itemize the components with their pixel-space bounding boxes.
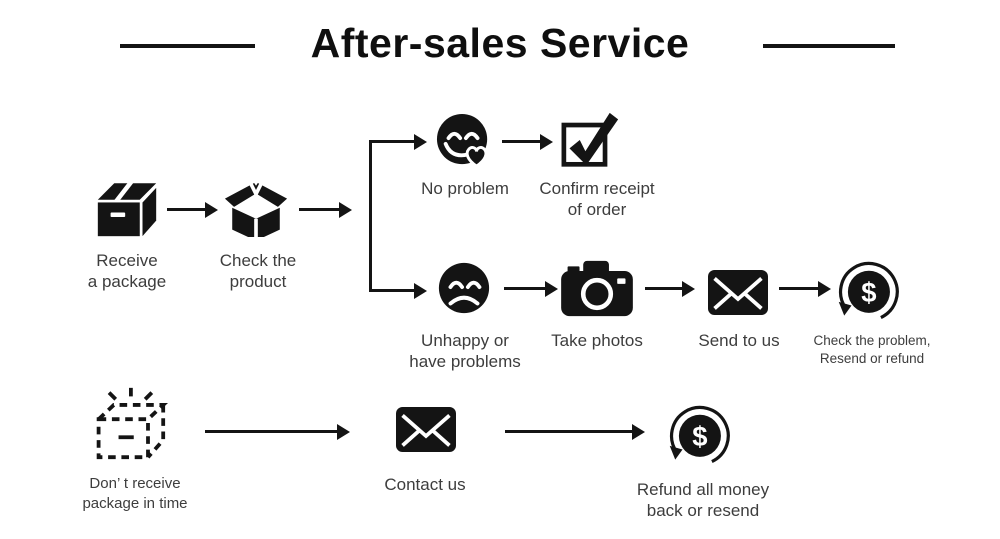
smiling-face-heart-icon <box>436 113 488 168</box>
arrow-unhappy-to-photos <box>504 280 558 297</box>
resolution-label: Check the problem, Resend or refund <box>813 333 931 366</box>
no-problem-label: No problem <box>421 179 509 198</box>
not-received-label: Don’ t receive package in time <box>82 475 188 512</box>
arrow-branch-top <box>369 133 427 150</box>
refund-label: Refund all money back or resend <box>636 480 770 520</box>
open-box-icon <box>224 178 288 237</box>
money-refresh-icon: $ <box>838 261 899 319</box>
envelope-icon <box>396 407 456 452</box>
svg-text:$: $ <box>692 421 707 452</box>
camera-icon <box>561 260 633 317</box>
title-rule-left <box>120 44 255 48</box>
take-photos-label: Take photos <box>551 331 643 350</box>
title-rule-right <box>763 44 895 48</box>
arrow-photos-to-send <box>645 280 695 297</box>
send-to-us-label: Send to us <box>698 331 780 350</box>
contact-us-label: Contact us <box>384 475 466 494</box>
unhappy-label: Unhappy or have problems <box>409 331 521 371</box>
arrow-noproblem-to-confirm <box>502 133 553 150</box>
package-box-icon <box>97 180 157 237</box>
confirm-receipt-label: Confirm receipt of order <box>539 179 655 219</box>
page-title: After-sales Service <box>310 20 690 66</box>
receive-package-label: Receive a package <box>87 251 167 291</box>
arrow-contact-to-refund <box>505 423 645 440</box>
arrow-check-to-branch <box>299 201 352 218</box>
arrow-send-to-resolution <box>779 280 831 297</box>
svg-text:$: $ <box>861 277 876 308</box>
checked-checkbox-icon <box>561 112 619 167</box>
sad-face-icon <box>438 262 490 314</box>
money-refresh-icon: $ <box>669 405 730 463</box>
arrow-branch-bottom <box>369 282 427 299</box>
dashed-package-icon <box>96 387 168 460</box>
arrow-notreceived-to-contact <box>205 423 350 440</box>
envelope-icon <box>708 270 768 315</box>
check-product-label: Check the product <box>219 251 297 291</box>
branch-connector-line <box>369 140 372 291</box>
arrow-receive-to-check <box>167 201 218 218</box>
